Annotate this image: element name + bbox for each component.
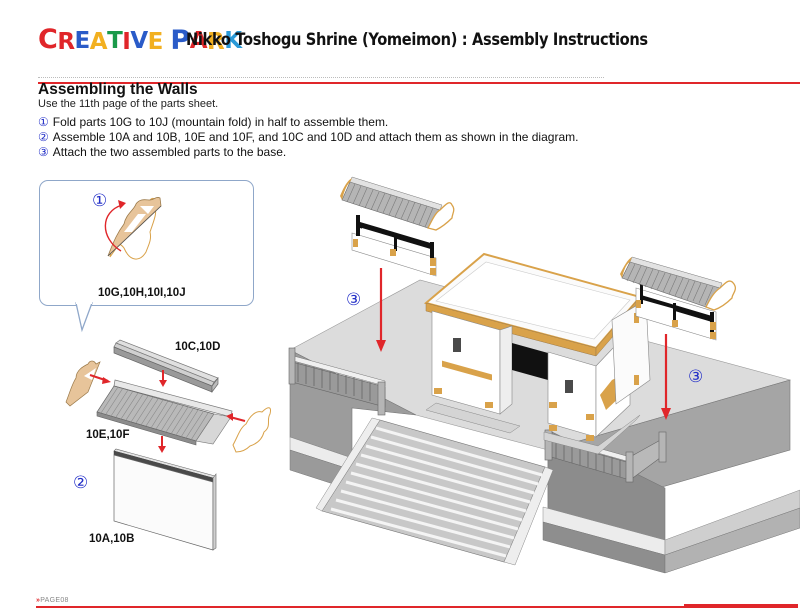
footer-red-rule <box>36 606 798 608</box>
logo-letter: E <box>147 29 164 55</box>
callout-parts-label: 10G,10H,10I,10J <box>98 287 186 299</box>
step-number: ② <box>38 130 49 144</box>
wall-part-label: 10A,10B <box>89 533 135 545</box>
header-red-rule <box>38 82 800 84</box>
step-2-marker: ② <box>73 473 89 492</box>
central-pavilion <box>423 252 651 455</box>
logo-letter: V <box>130 28 148 54</box>
logo-letter: I <box>122 29 131 55</box>
creative-park-logo: CREATIVE PARK <box>38 24 242 56</box>
logo-letter: A <box>89 29 108 55</box>
footer-red-rule-accent <box>684 604 798 606</box>
logo-letter: T <box>107 28 123 54</box>
logo-letter: P <box>170 25 190 56</box>
corrugated-roof-part <box>96 379 233 446</box>
step-text: Assemble 10A and 10B, 10E and 10F, and 1… <box>52 130 579 144</box>
step-number: ① <box>38 115 49 129</box>
step-3-marker-right: ③ <box>688 367 704 386</box>
section-subtitle: Use the 11th page of the parts sheet. <box>38 98 219 110</box>
logo-letter: R <box>57 29 75 55</box>
step-1-marker: ① <box>92 191 108 210</box>
step-text: Fold parts 10G to 10J (mountain fold) in… <box>52 115 389 129</box>
logo-letter: A <box>189 28 208 54</box>
step-3-marker-left: ③ <box>346 290 362 309</box>
roof-corrugation-lines <box>100 386 209 441</box>
left-roof-wall-unit <box>340 176 455 277</box>
double-chevron-icon: » <box>36 597 41 604</box>
page-number: »PAGE08 <box>36 597 69 604</box>
section-title: Assembling the Walls <box>38 81 198 98</box>
step-number: ③ <box>38 145 49 159</box>
right-roof-wall-unit <box>620 256 737 341</box>
logo-letter: R <box>207 29 225 55</box>
step-text: Attach the two assembled parts to the ba… <box>52 145 287 159</box>
header-dotted-divider <box>38 77 604 78</box>
page-label: PAGE08 <box>40 597 69 604</box>
logo-letter: E <box>74 28 91 54</box>
left-railing <box>288 347 386 416</box>
ridge-part-label: 10C,10D <box>175 341 221 353</box>
wall-panel-part <box>113 448 217 551</box>
ridge-beam-part <box>113 339 219 394</box>
page-header: CREATIVE PARK Nikko Toshogu Shrine (Yome… <box>38 24 800 84</box>
logo-letter: C <box>38 24 58 55</box>
roof-part-label: 10E,10F <box>86 429 130 441</box>
page-title: Nikko Toshogu Shrine (Yomeimon) : Assemb… <box>186 30 648 50</box>
logo-letter: K <box>224 28 242 54</box>
